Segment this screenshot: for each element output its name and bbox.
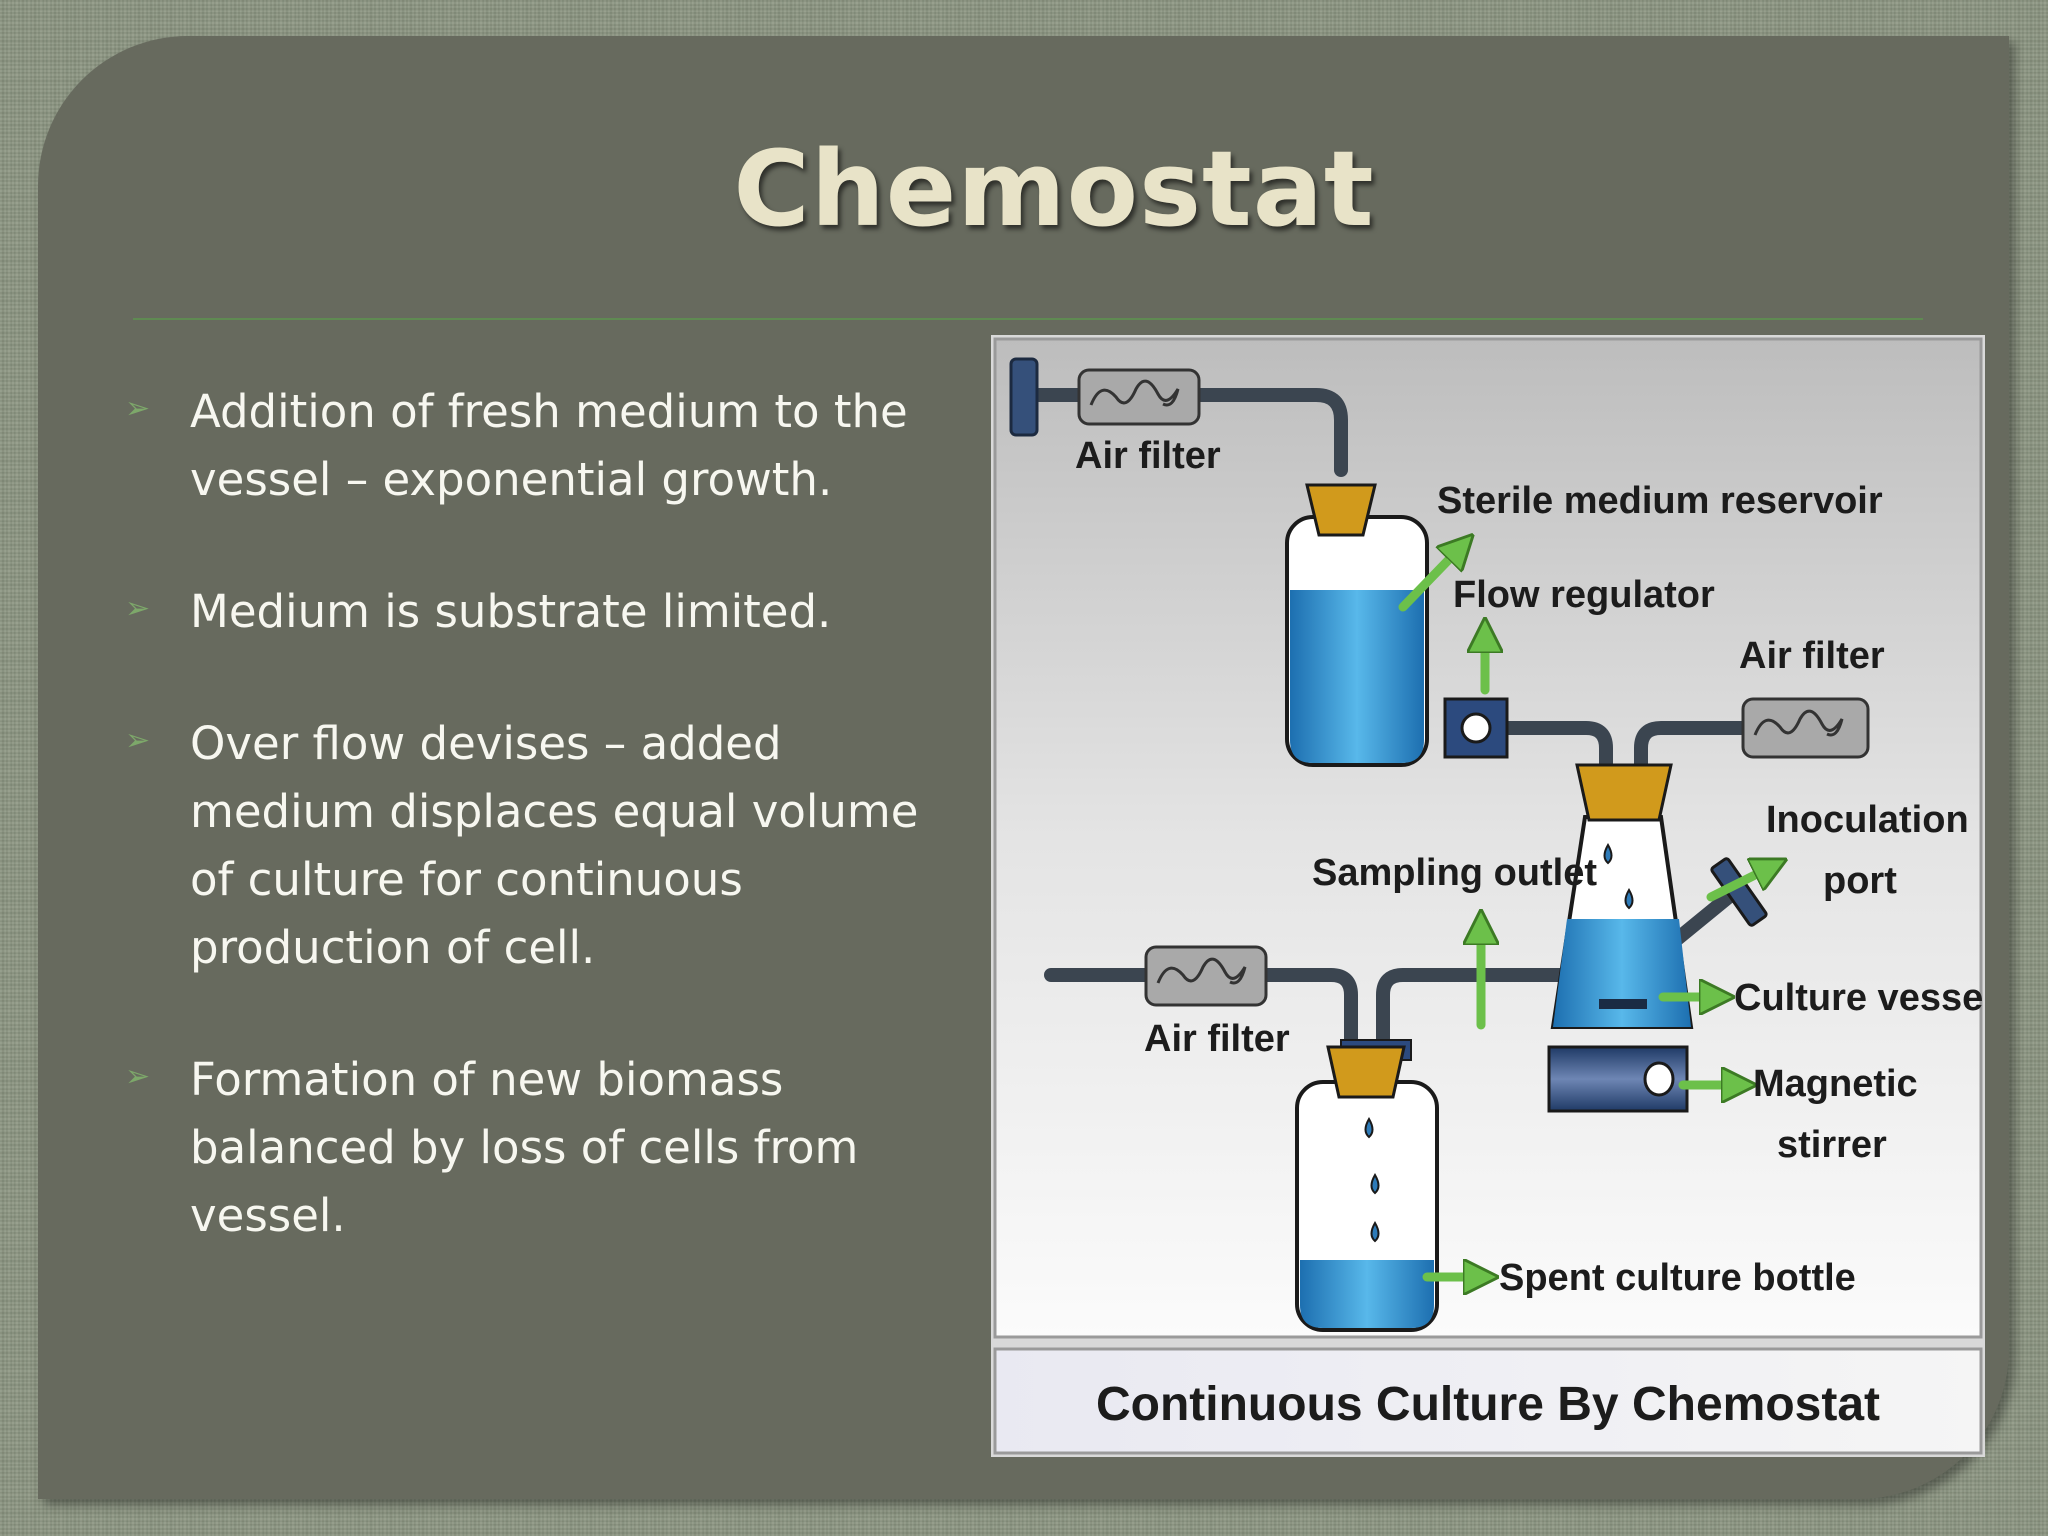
chemostat-diagram: Air filter Sterile medium reservoir Flow… xyxy=(993,337,1985,1455)
bullet-arrow-icon: ➢ xyxy=(125,1059,151,1094)
vessel-stopper xyxy=(1575,763,1673,822)
stir-bar xyxy=(1599,999,1647,1009)
bullet-item: ➢ Addition of fresh medium to the vessel… xyxy=(125,378,945,514)
bullet-text: Addition of fresh medium to the vessel –… xyxy=(190,385,908,506)
label-air-filter-right: Air filter xyxy=(1739,635,1885,677)
bullet-arrow-icon: ➢ xyxy=(125,391,151,426)
label-culture-vessel: Culture vessel xyxy=(1734,977,1985,1019)
label-air-filter-left: Air filter xyxy=(1144,1018,1290,1060)
spent-culture-bottle xyxy=(1295,1045,1439,1332)
drop-icon xyxy=(1624,888,1634,910)
air-inlet-cap xyxy=(1009,357,1039,437)
bullet-text: Over flow devises – added medium displac… xyxy=(190,717,919,974)
bullet-item: ➢ Over flow devises – added medium displ… xyxy=(125,710,945,982)
bottle-stopper xyxy=(1326,1045,1406,1099)
reservoir-stopper xyxy=(1305,483,1377,537)
label-flow-regulator: Flow regulator xyxy=(1453,574,1715,616)
bullet-list: ➢ Addition of fresh medium to the vessel… xyxy=(125,378,945,1314)
drop-icon xyxy=(1370,1221,1380,1243)
pointer-arrow-icon xyxy=(1706,867,1771,902)
label-magnetic-stirrer-2: stirrer xyxy=(1777,1124,1887,1166)
air-filter-right-icon xyxy=(1741,697,1870,759)
bullet-text: Medium is substrate limited. xyxy=(190,585,832,638)
bullet-text: Formation of new biomass balanced by los… xyxy=(190,1053,859,1242)
slide-title: Chemostat xyxy=(733,128,1375,250)
label-inoculation-port-1: Inoculation xyxy=(1766,799,1969,841)
bullet-item: ➢ Medium is substrate limited. xyxy=(125,578,945,646)
culture-vessel xyxy=(1550,763,1694,1029)
label-magnetic-stirrer-1: Magnetic xyxy=(1753,1063,1918,1105)
drop-icon xyxy=(1603,843,1613,865)
air-filter-top-icon xyxy=(1077,368,1201,426)
label-air-filter-top: Air filter xyxy=(1075,435,1221,477)
label-sampling-outlet: Sampling outlet xyxy=(1312,852,1597,894)
chemostat-figure: Air filter Sterile medium reservoir Flow… xyxy=(991,335,1985,1457)
drop-icon xyxy=(1364,1117,1374,1139)
label-sterile-medium-reservoir: Sterile medium reservoir xyxy=(1437,480,1883,522)
bullet-arrow-icon: ➢ xyxy=(125,591,151,626)
diagram-caption: Continuous Culture By Chemostat xyxy=(1096,1378,1880,1431)
pipe-network xyxy=(1014,388,1788,1054)
label-inoculation-port-2: port xyxy=(1823,860,1897,902)
air-filter-left-icon xyxy=(1144,945,1268,1007)
drop-icon xyxy=(1370,1173,1380,1195)
pointer-arrow-icon xyxy=(1398,547,1461,612)
flow-regulator-icon xyxy=(1443,697,1509,759)
magnetic-stirrer-icon xyxy=(1547,1045,1689,1113)
label-spent-culture-bottle: Spent culture bottle xyxy=(1499,1257,1856,1299)
title-divider xyxy=(133,318,1923,320)
sterile-medium-reservoir xyxy=(1285,483,1429,767)
caption-panel xyxy=(993,1347,1983,1455)
bullet-item: ➢ Formation of new biomass balanced by l… xyxy=(125,1046,945,1250)
bullet-arrow-icon: ➢ xyxy=(125,723,151,758)
diagram-panel xyxy=(993,337,1983,1339)
